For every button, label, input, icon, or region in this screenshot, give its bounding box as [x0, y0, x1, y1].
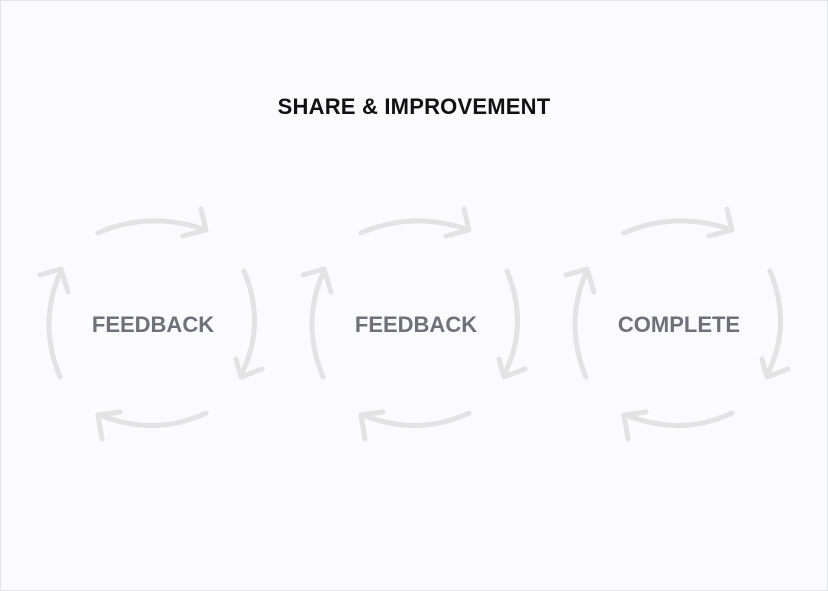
cycle-label: FEEDBACK — [91, 312, 215, 337]
cycle-label: FEEDBACK — [354, 312, 478, 337]
cycle-arrows-icon — [37, 206, 265, 442]
cycle-arrows-icon — [300, 206, 528, 442]
cycle-feedback-2: FEEDBACK — [291, 199, 541, 449]
cycle-arrows-icon — [563, 206, 791, 442]
diagram-title: SHARE & IMPROVEMENT — [277, 94, 551, 119]
cycle-complete: COMPLETE — [554, 199, 804, 449]
cycle-feedback-1: FEEDBACK — [28, 199, 278, 449]
cycle-label: COMPLETE — [617, 312, 741, 337]
